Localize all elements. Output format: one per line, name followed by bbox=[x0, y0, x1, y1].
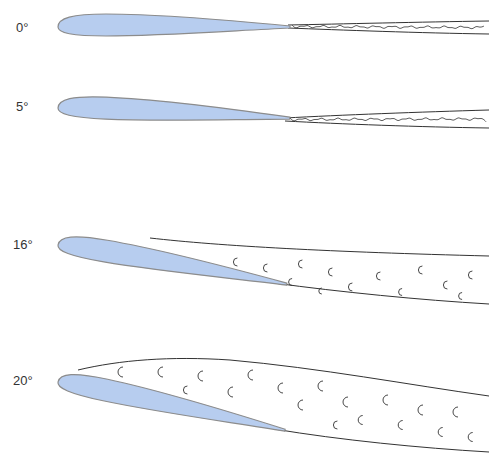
eddy-arc bbox=[418, 266, 422, 274]
eddy-arc bbox=[383, 395, 388, 405]
eddy-arc bbox=[248, 370, 253, 380]
wake-squiggle bbox=[292, 25, 484, 29]
eddy-arc bbox=[118, 367, 123, 377]
eddy-arc bbox=[468, 433, 473, 442]
eddy-arc bbox=[398, 421, 403, 430]
eddy-arc bbox=[158, 367, 163, 377]
eddy-arc bbox=[343, 397, 348, 407]
eddy-arc bbox=[443, 281, 447, 289]
airfoil bbox=[56, 369, 288, 439]
wake-thin bbox=[285, 110, 489, 128]
eddy-arc bbox=[438, 428, 442, 437]
eddy-arc bbox=[319, 288, 322, 294]
wake-eddies bbox=[118, 367, 473, 442]
eddy-arc bbox=[298, 260, 302, 268]
eddy-arc bbox=[263, 264, 267, 272]
wake-eddies bbox=[233, 258, 472, 300]
eddy-arc bbox=[358, 416, 363, 425]
eddy-arc bbox=[318, 381, 323, 391]
eddy-arc bbox=[418, 405, 423, 415]
eddy-arc bbox=[183, 386, 187, 394]
eddy-arc bbox=[459, 293, 462, 300]
eddy-arc bbox=[333, 421, 337, 429]
angle-label: 0° bbox=[16, 21, 28, 34]
wake-squiggle bbox=[290, 118, 486, 122]
airfoil bbox=[58, 95, 291, 127]
angle-label: 20° bbox=[13, 374, 33, 387]
airfoil bbox=[58, 14, 290, 36]
eddy-arc bbox=[328, 268, 332, 276]
eddy-arc bbox=[453, 407, 458, 417]
eddy-arc bbox=[233, 258, 237, 266]
eddy-arc bbox=[289, 279, 293, 286]
eddy-arc bbox=[376, 272, 380, 280]
eddy-arc bbox=[348, 283, 352, 291]
wake-thin bbox=[288, 21, 489, 34]
airfoil bbox=[56, 232, 288, 293]
angle-label: 16° bbox=[13, 238, 33, 251]
wake-turbulence bbox=[290, 118, 486, 122]
eddy-arc bbox=[228, 387, 233, 397]
eddy-arc bbox=[198, 371, 203, 381]
eddy-arc bbox=[468, 271, 472, 279]
eddy-arc bbox=[298, 400, 303, 410]
eddy-arc bbox=[278, 383, 283, 393]
eddy-arc bbox=[399, 289, 403, 296]
wake-turbulence bbox=[292, 25, 484, 29]
angle-label: 5° bbox=[16, 100, 28, 113]
